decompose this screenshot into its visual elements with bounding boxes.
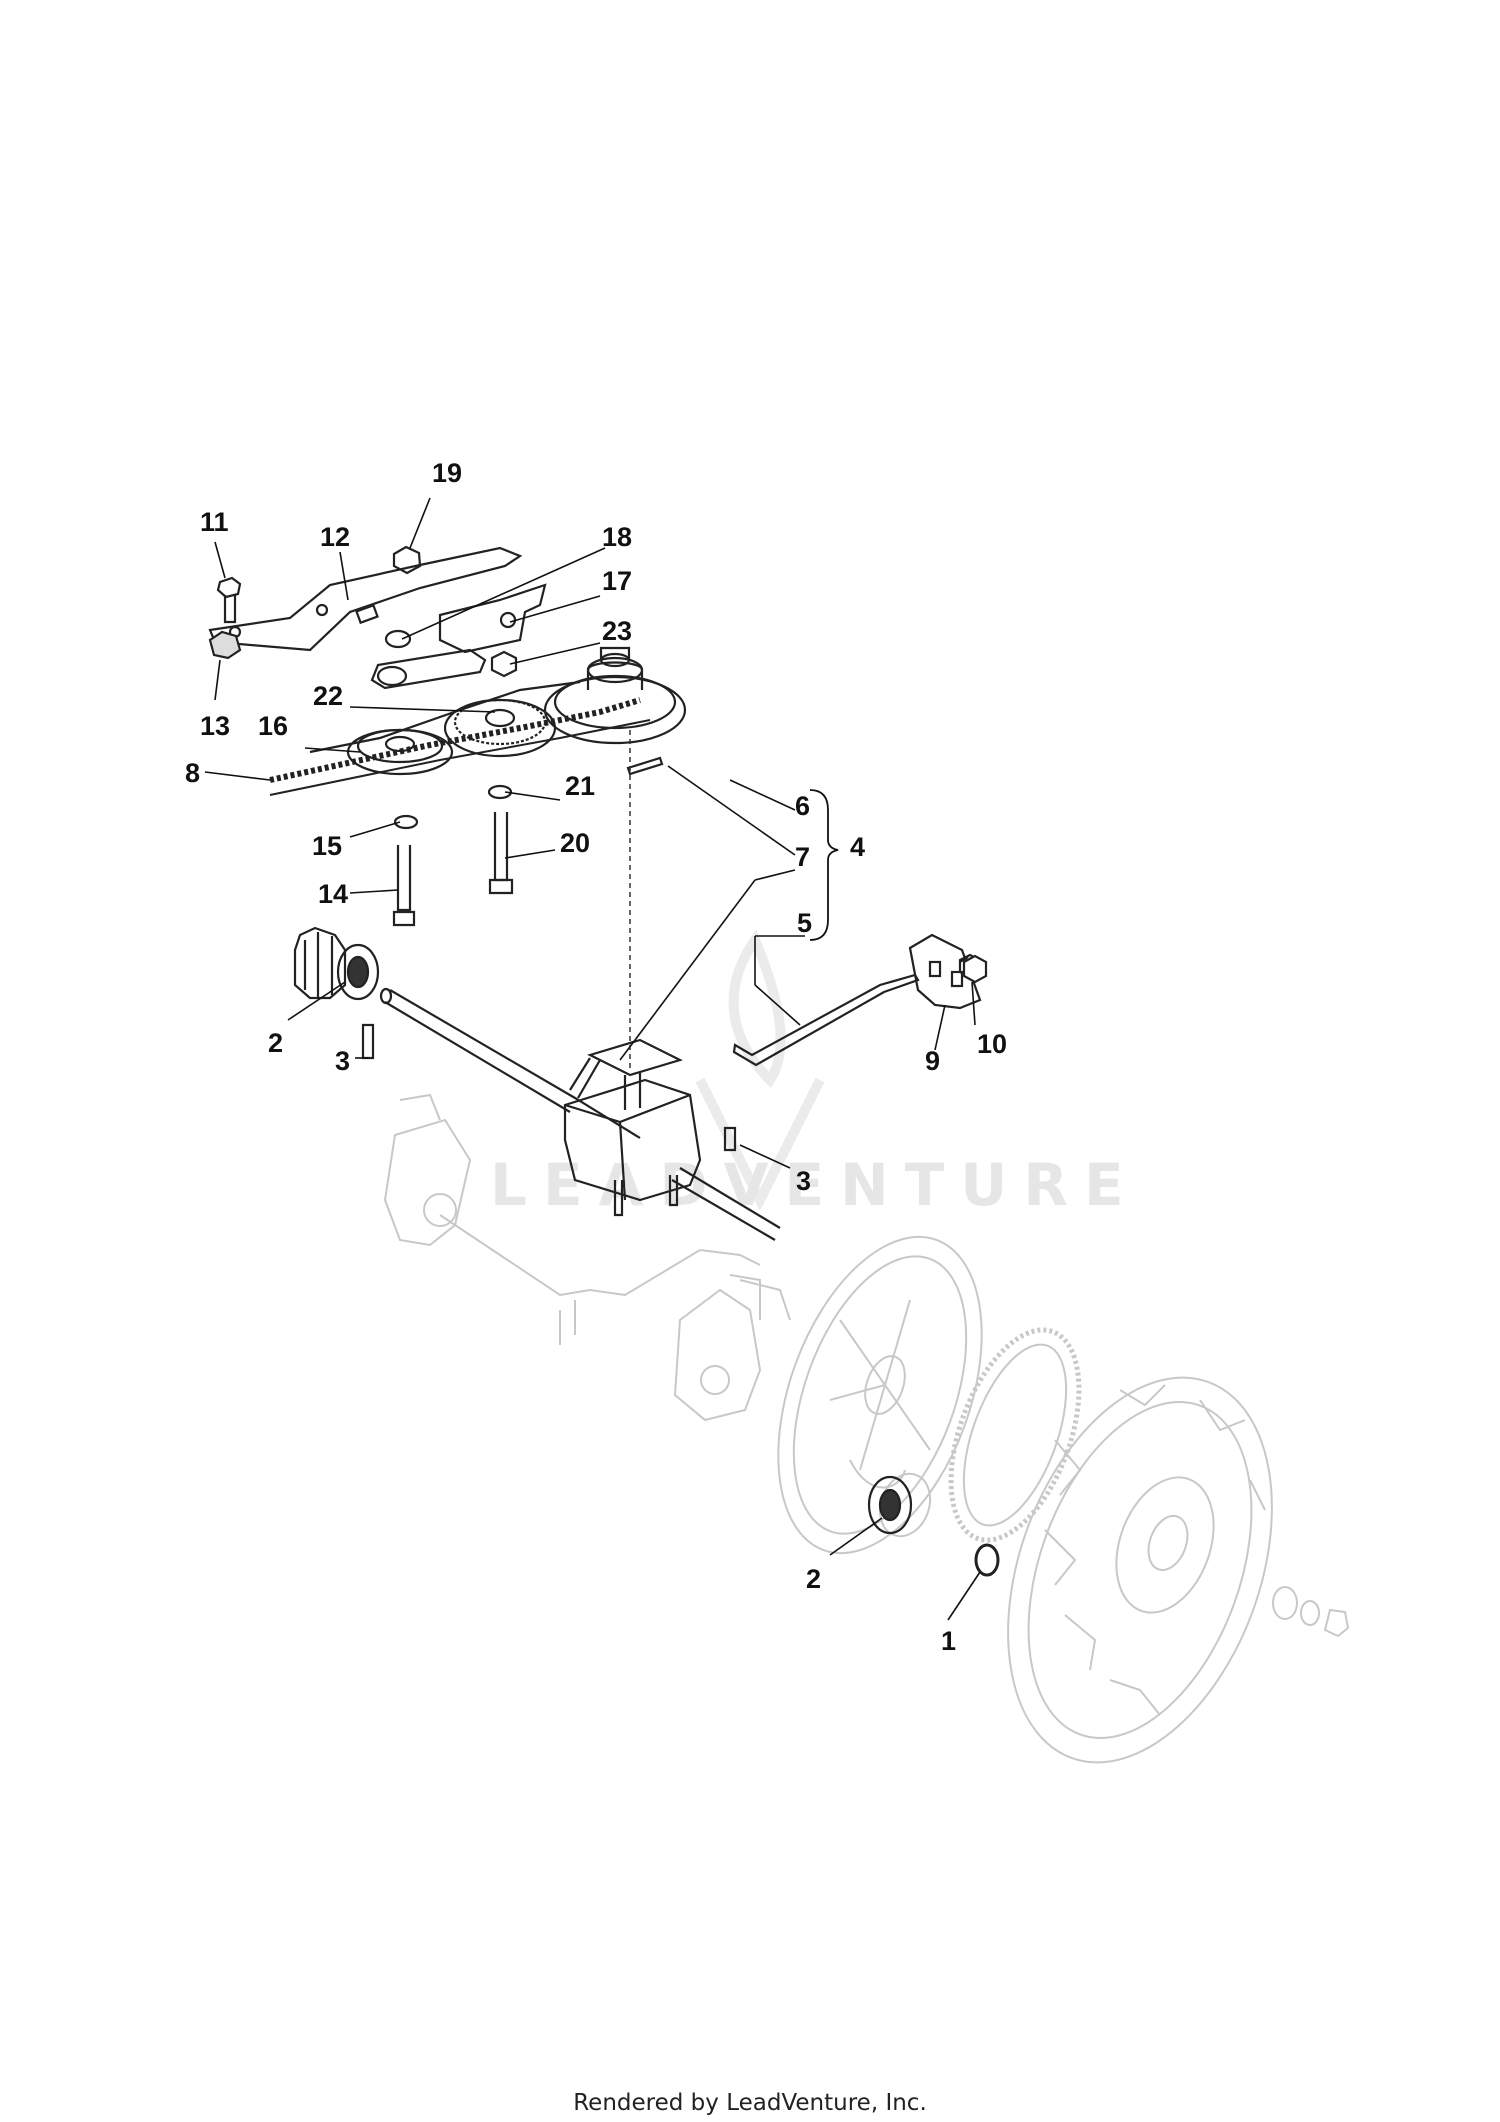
callouts: 19 11 12 18 17 23 13 22 16 8 21 6 15 20 … [185,458,1007,1656]
rear-axle-rod [439,1214,761,1297]
brace-4 [809,789,839,941]
key-7 [626,756,664,776]
bracket-plate-12 [208,546,523,652]
gearbox [563,1078,702,1202]
callout-2a: 2 [268,1028,283,1058]
callout-21: 21 [565,771,595,801]
flange-nut-13 [208,630,242,660]
drive-belt-8 [269,697,641,783]
callout-19: 19 [432,458,462,488]
callout-3b: 3 [796,1166,811,1196]
callout-17: 17 [602,566,632,596]
callout-7: 7 [795,842,810,872]
leader-lines [204,497,981,1621]
pin-3b [723,1126,737,1152]
watermark-text: LEADVENTURE [490,1151,1140,1219]
callout-18: 18 [602,522,632,552]
callout-4: 4 [850,832,865,862]
callout-10: 10 [977,1029,1007,1059]
callout-3a: 3 [335,1046,350,1076]
control-rod-5 [732,973,920,1067]
callout-20: 20 [560,828,590,858]
ring-gear [948,1327,1082,1543]
faded-parts [383,1093,1350,1764]
pin-3a [361,1023,375,1060]
callout-12: 12 [320,522,350,552]
wheel-dish [777,1235,983,1555]
bolt-14 [396,845,412,912]
callout-14: 14 [318,879,348,909]
bolt-20 [493,812,509,882]
bearing-2a [336,943,380,1001]
bolt-11 [216,576,242,599]
callout-8: 8 [185,758,200,788]
axle-bracket-right [673,1288,762,1422]
axle-bracket-left [383,1118,472,1247]
pulley-22 [443,698,557,758]
pinion-gear [293,926,347,1000]
callout-23: 23 [602,616,632,646]
main-parts [208,545,1000,1577]
wheel-tire [1007,1376,1273,1764]
callout-13: 13 [200,711,230,741]
nut-23 [490,650,518,678]
bracket-9 [908,933,982,1010]
callout-2b: 2 [806,1564,821,1594]
callout-1: 1 [941,1626,956,1656]
callout-15: 15 [312,831,342,861]
bracket-17 [438,583,547,654]
callout-16: 16 [258,711,288,741]
callout-5: 5 [797,908,812,938]
watermark-logo-icon [695,929,825,1212]
bearing-2b [867,1475,913,1535]
callout-11: 11 [200,507,229,537]
nut-10-icon [962,954,988,984]
callout-22: 22 [313,681,343,711]
drive-axle [384,989,641,1139]
callout-9: 9 [925,1046,940,1076]
footer-credit: Rendered by LeadVenture, Inc. [573,2090,927,2116]
callout-6: 6 [795,791,810,821]
clip-ring-1 [974,1543,1000,1577]
